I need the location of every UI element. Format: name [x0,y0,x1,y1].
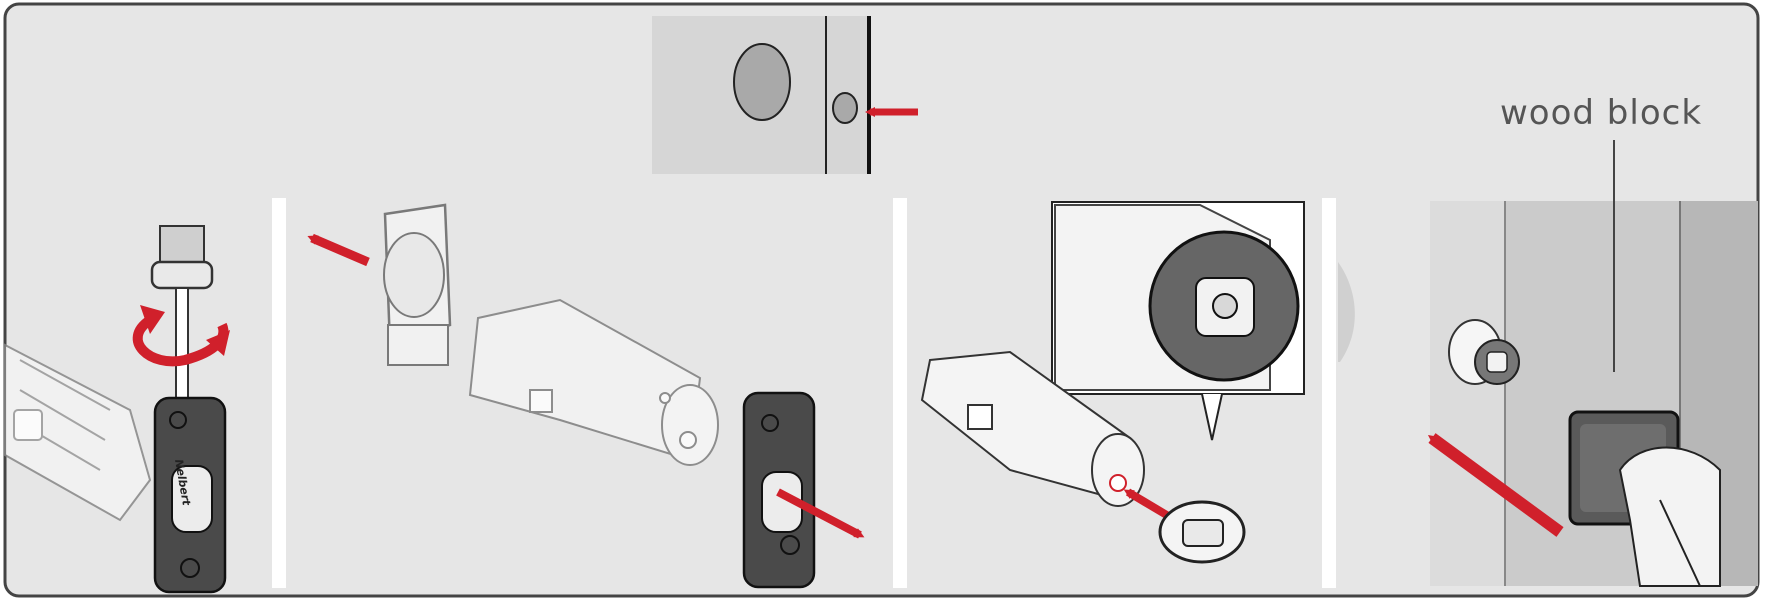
latch-body [920,350,1145,507]
red-arrow-icon [1427,433,1564,537]
red-arrow-icon [307,233,370,267]
red-arrow-icon [776,488,865,539]
panel-4-wood-block: wood block [1338,93,1758,587]
latch-end [1448,319,1520,385]
faceplate [742,391,816,589]
face-bore-hole [733,43,791,121]
adapter-ring-icon [1158,500,1246,564]
zoom-callout [1051,201,1305,441]
edge-bore-inset [652,16,918,174]
hammer-icon [1618,446,1721,587]
screwdriver-icon [150,225,214,419]
edge-bore-hole [832,92,858,124]
panel-divider-1 [272,198,286,588]
faceplate: Nelbert [153,396,227,594]
panel-2-remove-latch [307,203,865,589]
panel-divider-3 [1322,198,1336,588]
panel-3-insert-adapter [920,201,1305,564]
panel-1-unscrew: Nelbert [4,225,230,594]
panel-divider-2 [893,198,907,588]
latch-bracket [383,203,452,366]
wood-block-label: wood block [1500,93,1702,133]
latch-body [4,343,152,522]
latch-body [468,298,719,466]
